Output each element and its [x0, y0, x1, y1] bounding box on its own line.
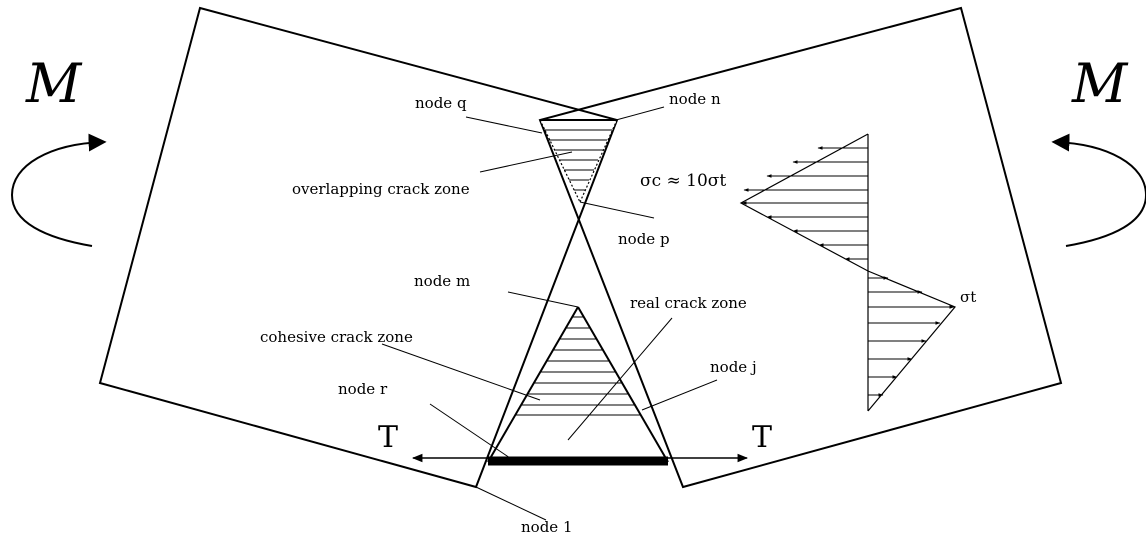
overlapping-crack-zone-label: overlapping crack zone — [292, 180, 470, 198]
right-moment-label: M — [1071, 52, 1129, 115]
node-m-label: node m — [414, 272, 470, 290]
right-beam-half — [538, 6, 1063, 489]
node-r-label: node r — [338, 380, 388, 398]
node-j-label: node j — [710, 358, 757, 376]
right-moment-arrow — [1051, 133, 1146, 247]
tension-stress-label: σt — [960, 288, 976, 306]
node-q-label: node q — [415, 94, 467, 112]
compression-stress-label: σc ≈ 10σt — [640, 171, 726, 191]
crack-triangle — [487, 306, 669, 466]
left-moment-label: M — [25, 52, 83, 115]
real-crack-zone-label: real crack zone — [630, 294, 747, 312]
node-n-label: node n — [669, 90, 721, 108]
left-force-label: T — [378, 420, 398, 455]
right-force-label: T — [752, 420, 772, 455]
leader-lines — [381, 106, 718, 521]
overlapping-crack-zone — [539, 119, 618, 203]
node-p-label: node p — [618, 230, 670, 248]
left-moment-arrow — [10, 133, 107, 247]
stress-distribution — [739, 133, 956, 412]
node-1-label: node 1 — [521, 518, 572, 536]
cohesive-crack-zone-label: cohesive crack zone — [260, 328, 413, 346]
